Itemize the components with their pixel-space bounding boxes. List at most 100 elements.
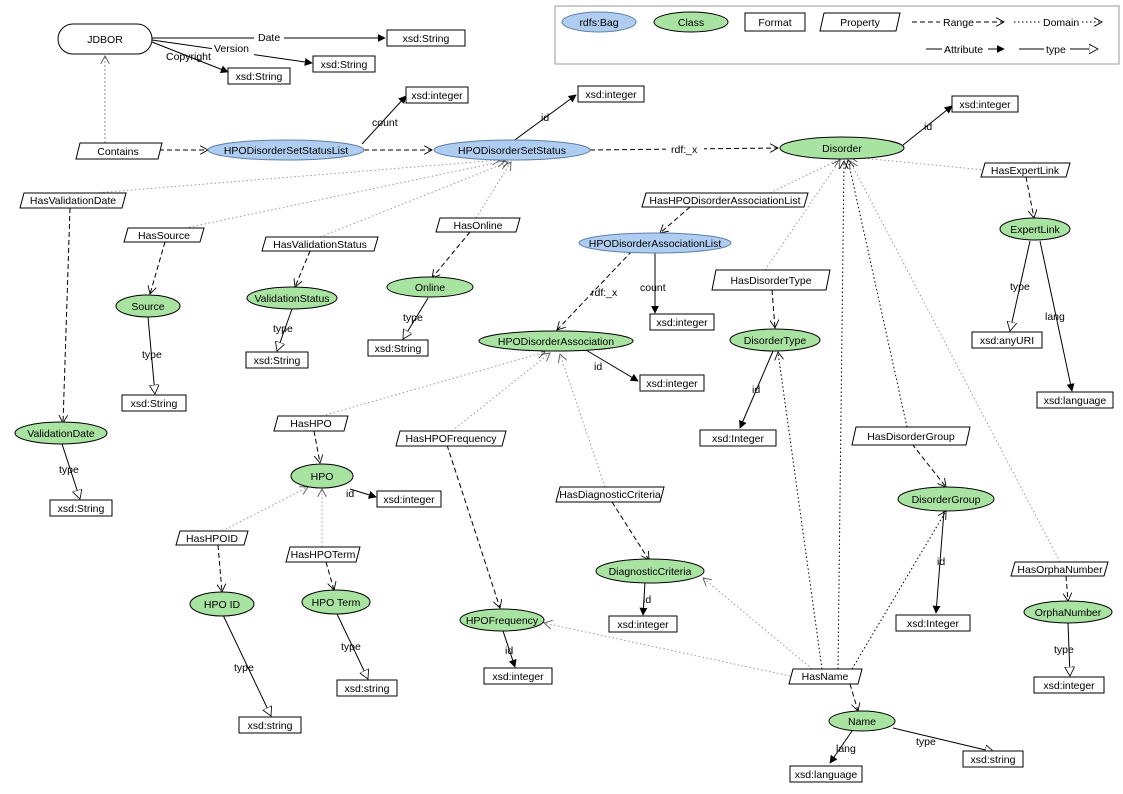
svg-text:xsd:integer: xsd:integer (1043, 680, 1095, 692)
format-version[interactable]: xsd:String (312, 55, 376, 73)
svg-text:xsd:anyURI: xsd:anyURI (980, 335, 1034, 347)
class-hpo[interactable]: HPO (290, 463, 354, 489)
property-hasname[interactable]: HasName (788, 668, 863, 685)
node-jdbor[interactable]: JDBOR (57, 23, 153, 55)
class-hpoterm[interactable]: HPO Term (301, 589, 371, 615)
format-source-type[interactable]: xsd:String (121, 394, 187, 412)
format-hpo-id[interactable]: xsd:integer (376, 490, 442, 508)
label-version: Version (214, 43, 249, 55)
property-contains[interactable]: Contains (75, 142, 163, 160)
edge-online-type (403, 297, 429, 339)
edge-expertlink-type (1010, 240, 1031, 331)
svg-text:HasValidationDate: HasValidationDate (30, 195, 116, 207)
format-disordertype-id[interactable]: xsd:Integer (699, 429, 777, 447)
property-hashpofrequency[interactable]: HasHPOFrequency (395, 430, 507, 447)
edge-hasassoclist-assoclist (660, 206, 691, 233)
edge-expertlink-lang (1039, 240, 1075, 392)
label-disorder-id: id (924, 121, 932, 133)
property-hasvalidationdate[interactable]: HasValidationDate (19, 192, 127, 209)
edge-name-lang (829, 730, 853, 764)
bag-setstatus[interactable]: HPODisorderSetStatus (433, 139, 591, 161)
property-hashpoid[interactable]: HasHPOID (175, 530, 249, 546)
class-source[interactable]: Source (115, 294, 181, 318)
format-disorder-id[interactable]: xsd:integer (951, 95, 1019, 113)
class-hpoid[interactable]: HPO ID (189, 591, 255, 617)
property-hashpo[interactable]: HasHPO (273, 415, 349, 432)
format-hpoterm-type[interactable]: xsd:string (336, 679, 398, 697)
svg-text:HasSource: HasSource (138, 230, 190, 242)
svg-text:HasHPOFrequency: HasHPOFrequency (405, 433, 497, 445)
format-name-lang[interactable]: xsd:language (789, 765, 863, 783)
edge-diagnosticcriteria-id (639, 581, 648, 616)
format-name-type[interactable]: xsd:string (962, 750, 1024, 768)
property-hasdiagnosticcriteria[interactable]: HasDiagnosticCriteria (555, 486, 665, 503)
edge-jdbor-copyright (151, 41, 229, 74)
format-expertlink-lang[interactable]: xsd:language (1036, 391, 1114, 409)
format-setstatus-id[interactable]: xsd:integer (577, 85, 645, 103)
edge-hasname-disordertype (778, 352, 823, 670)
svg-text:Class: Class (678, 17, 704, 29)
format-orphanumber-type[interactable]: xsd:integer (1033, 676, 1105, 694)
svg-text:HasHPODisorderAssociationList: HasHPODisorderAssociationList (649, 195, 800, 207)
format-statuslist-count[interactable]: xsd:integer (405, 86, 469, 104)
format-validationstatus-type[interactable]: xsd:String (245, 351, 309, 369)
format-hpofrequency-id[interactable]: xsd:integer (483, 667, 553, 685)
format-hpoid-type[interactable]: xsd:string (238, 716, 302, 734)
format-diagnosticcriteria-id[interactable]: xsd:integer (608, 615, 678, 633)
class-diagnosticcriteria[interactable]: DiagnosticCriteria (595, 558, 705, 584)
class-orphanumber[interactable]: OrphaNumber (1023, 600, 1113, 624)
format-assoclist-count[interactable]: xsd:integer (649, 313, 715, 331)
format-online-type[interactable]: xsd:String (367, 339, 429, 357)
svg-text:xsd:integer: xsd:integer (383, 494, 435, 506)
edge-assoclist-assoc (557, 250, 633, 330)
edge-hasorphanumber-disorder (850, 161, 1061, 563)
class-validationdate[interactable]: ValidationDate (14, 421, 108, 445)
edge-statuslist-count (361, 95, 407, 145)
bag-statuslist[interactable]: HPODisorderSetStatusList (207, 139, 365, 161)
class-expertlink[interactable]: ExpertLink (999, 217, 1071, 241)
property-hassource[interactable]: HasSource (123, 227, 205, 243)
svg-text:xsd:String: xsd:String (403, 33, 450, 45)
label-assoclist-rdfx: rdf:_x (591, 287, 618, 299)
svg-text:JDBOR: JDBOR (87, 34, 123, 46)
edge-hasonline-online (432, 231, 471, 278)
format-assoc-id[interactable]: xsd:integer (639, 374, 705, 392)
format-expertlink-type[interactable]: xsd:anyURI (971, 331, 1043, 349)
property-hasonline[interactable]: HasOnline (435, 217, 521, 233)
property-hasorphanumber[interactable]: HasOrphaNumber (1010, 561, 1109, 577)
property-hasvalidationstatus[interactable]: HasValidationStatus (261, 236, 379, 252)
svg-text:xsd:integer: xsd:integer (646, 378, 698, 390)
edge-hasname-disordergroup (851, 511, 946, 670)
class-online[interactable]: Online (386, 276, 474, 298)
property-hasdisordergroup[interactable]: HasDisorderGroup (851, 426, 971, 446)
class-disordergroup[interactable]: DisorderGroup (897, 486, 995, 512)
edge-orphanumber-type (1068, 622, 1070, 676)
class-assoc[interactable]: HPODisorderAssociation (478, 330, 634, 352)
svg-text:xsd:integer: xsd:integer (959, 99, 1011, 111)
svg-text:Source: Source (131, 301, 164, 313)
svg-text:HasDisorderGroup: HasDisorderGroup (867, 431, 955, 443)
legend-class: Class (653, 11, 729, 33)
label-orphanumber-type: type (1054, 644, 1074, 656)
edge-hasdisordergroup-disordergroup (911, 443, 946, 487)
format-disordergroup-id[interactable]: xsd:Integer (895, 614, 971, 632)
class-name[interactable]: Name (828, 710, 896, 732)
label-source-type: type (142, 349, 162, 361)
property-hashpoterm[interactable]: HasHPOTerm (285, 546, 361, 563)
class-hpofrequency[interactable]: HPOFrequency (459, 608, 545, 632)
legend-bag: rdfs:Bag (561, 11, 637, 33)
edge-assoc-id (585, 349, 639, 382)
class-disorder[interactable]: Disorder (779, 136, 905, 160)
edge-hasdisordertype-disordertype (772, 289, 775, 328)
class-disordertype[interactable]: DisorderType (729, 328, 821, 352)
format-validationdate-type[interactable]: xsd:String (49, 499, 113, 517)
property-hasdisordertype[interactable]: HasDisorderType (711, 269, 831, 291)
bag-assoclist[interactable]: HPODisorderAssociationList (578, 232, 732, 254)
property-hashpodisorderassociationlist[interactable]: HasHPODisorderAssociationList (641, 192, 809, 208)
format-date[interactable]: xsd:String (386, 29, 466, 47)
edge-hashpo-hpo (313, 430, 320, 463)
class-validationstatus[interactable]: ValidationStatus (246, 286, 338, 310)
property-hasexpertlink[interactable]: HasExpertLink (980, 162, 1071, 178)
svg-text:HasOrphaNumber: HasOrphaNumber (1017, 564, 1103, 576)
format-copyright[interactable]: xsd:String (227, 67, 291, 85)
